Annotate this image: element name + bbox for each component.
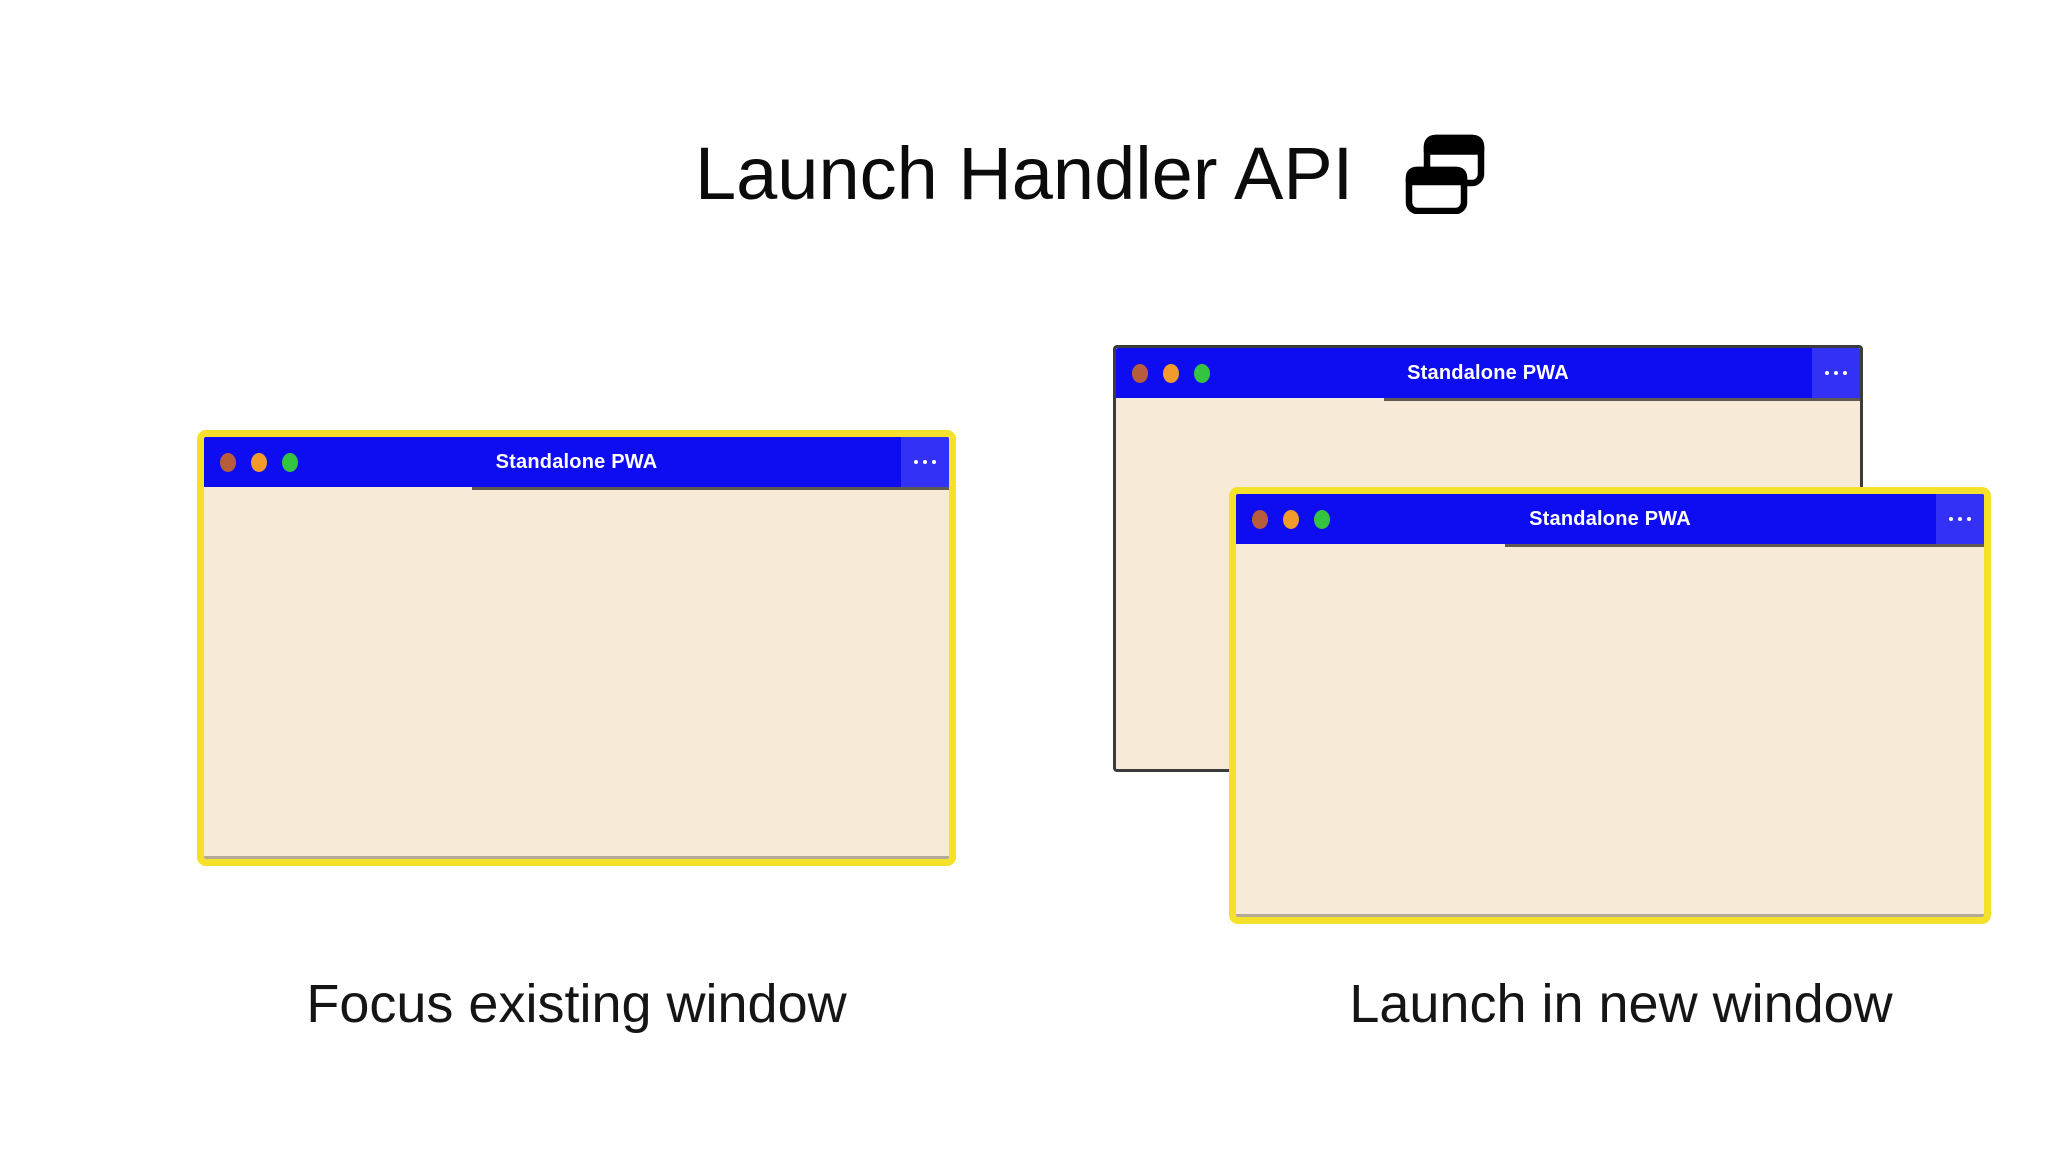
titlebar-shadow bbox=[1505, 544, 1984, 547]
titlebar-shadow bbox=[472, 487, 949, 490]
window-title: Standalone PWA bbox=[1529, 507, 1691, 530]
window-body bbox=[1236, 544, 1984, 917]
overlapping-windows-icon bbox=[1405, 134, 1485, 214]
traffic-lights bbox=[1252, 509, 1330, 529]
ellipsis-dot bbox=[1967, 517, 1971, 521]
window-bottom-edge bbox=[1236, 914, 1984, 917]
ellipsis-menu-button[interactable] bbox=[901, 437, 949, 487]
pwa-window-focused: Standalone PWA bbox=[197, 430, 956, 866]
traffic-lights bbox=[1132, 363, 1210, 383]
ellipsis-dot bbox=[1825, 371, 1829, 375]
titlebar-shadow bbox=[1383, 398, 1860, 401]
caption-launch-in-new-window: Launch in new window bbox=[1349, 974, 1893, 1034]
window-bottom-edge bbox=[204, 856, 949, 859]
ellipsis-dot bbox=[914, 460, 918, 464]
window-close-light-icon[interactable] bbox=[1252, 509, 1268, 529]
window-title: Standalone PWA bbox=[495, 450, 658, 473]
ellipsis-dot bbox=[923, 460, 927, 464]
ellipsis-dot bbox=[1834, 371, 1838, 375]
ellipsis-menu-button[interactable] bbox=[1812, 348, 1860, 398]
window-close-light-icon[interactable] bbox=[220, 452, 236, 472]
ellipsis-dot bbox=[1949, 517, 1953, 521]
window-maximize-light-icon[interactable] bbox=[1314, 509, 1330, 529]
ellipsis-dot bbox=[1843, 371, 1847, 375]
pwa-window-new-front: Standalone PWA bbox=[1229, 487, 1991, 924]
window-titlebar: Standalone PWA bbox=[204, 437, 949, 487]
ellipsis-dot bbox=[1958, 517, 1962, 521]
window-maximize-light-icon[interactable] bbox=[282, 452, 298, 472]
window-minimize-light-icon[interactable] bbox=[1163, 363, 1179, 383]
window-title: Standalone PWA bbox=[1407, 361, 1569, 384]
page-title: Launch Handler API bbox=[695, 132, 1354, 215]
ellipsis-dot bbox=[932, 460, 936, 464]
traffic-lights bbox=[220, 452, 298, 472]
window-close-light-icon[interactable] bbox=[1132, 363, 1148, 383]
window-frame: Standalone PWA bbox=[204, 437, 949, 859]
window-minimize-light-icon[interactable] bbox=[1283, 509, 1299, 529]
ellipsis-menu-button[interactable] bbox=[1936, 494, 1984, 544]
caption-focus-existing-window: Focus existing window bbox=[306, 974, 847, 1034]
window-maximize-light-icon[interactable] bbox=[1194, 363, 1210, 383]
window-titlebar: Standalone PWA bbox=[1116, 348, 1860, 398]
window-frame: Standalone PWA bbox=[1236, 494, 1984, 917]
window-body bbox=[204, 487, 949, 859]
window-titlebar: Standalone PWA bbox=[1236, 494, 1984, 544]
window-minimize-light-icon[interactable] bbox=[251, 452, 267, 472]
figure-header: Launch Handler API bbox=[695, 134, 1485, 214]
